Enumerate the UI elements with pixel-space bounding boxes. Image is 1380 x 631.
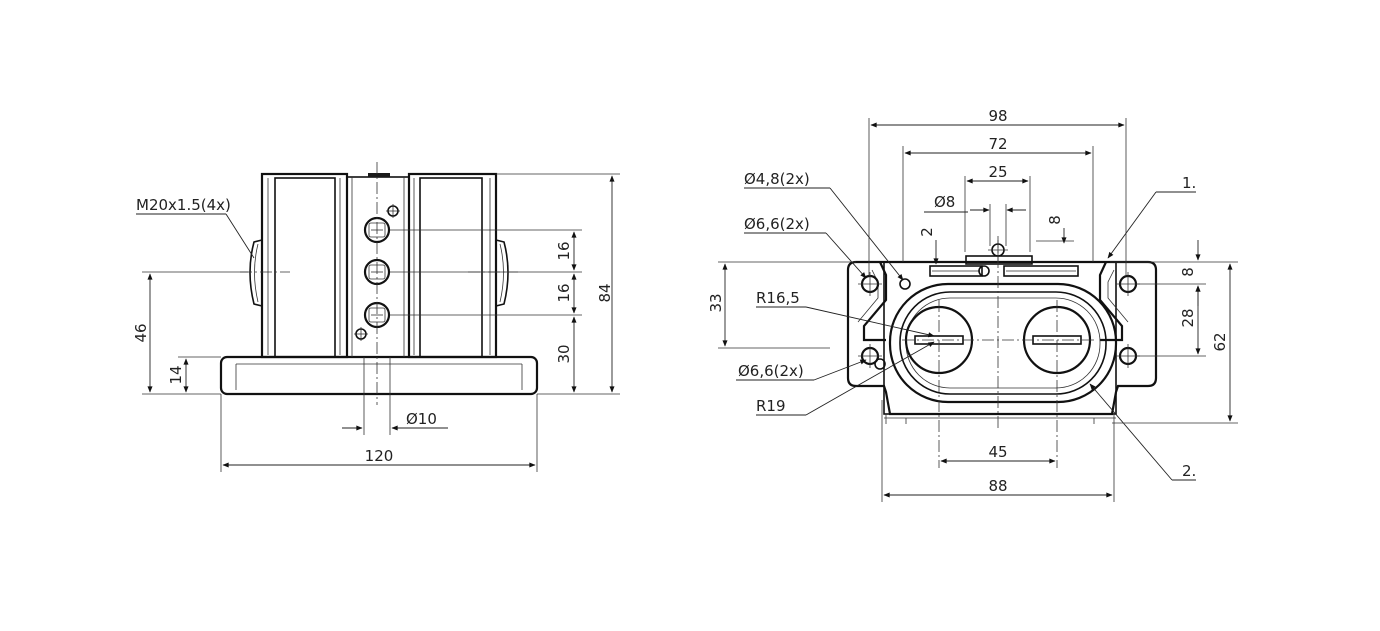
dim-bore: Ø10 — [406, 410, 437, 428]
dim-46: 46 — [132, 323, 150, 342]
top-view: 98 72 25 Ø8 2 8 Ø4,8(2x) Ø6,6(2x) R16,5 — [707, 107, 1238, 502]
label-hole-66-bottom: Ø6,6(2x) — [738, 362, 804, 380]
gasket-inner — [899, 291, 1107, 395]
label-r19: R19 — [756, 397, 786, 415]
dim-120: 120 — [365, 447, 394, 465]
dim-98: 98 — [988, 107, 1007, 125]
label-hole-48: Ø4,8(2x) — [744, 170, 810, 188]
dim-30: 30 — [555, 344, 573, 363]
hole-bottom-left — [858, 344, 882, 368]
left-gland — [249, 239, 263, 307]
dim-72: 72 — [988, 135, 1007, 153]
left-clip — [862, 261, 888, 342]
right-housing — [407, 172, 498, 359]
side-view: M20x1.5(4x) 84 16 16 30 46 14 Ø10 120 — [132, 162, 620, 472]
dim-45: 45 — [988, 443, 1007, 461]
hole-top-left — [858, 272, 882, 296]
dim-16-top: 16 — [555, 241, 573, 260]
callout-1: 1. — [1182, 174, 1196, 192]
label-r165: R16,5 — [756, 289, 800, 307]
dim-2: 2 — [918, 227, 936, 237]
dim-right-8: 8 — [1179, 267, 1197, 277]
dim-left-33: 33 — [707, 293, 725, 312]
label-hole-66-top: Ø6,6(2x) — [744, 215, 810, 233]
dim-88: 88 — [988, 477, 1007, 495]
dim-top-8: 8 — [1046, 215, 1064, 225]
thread-label: M20x1.5(4x) — [136, 196, 231, 214]
dim-16-bottom: 16 — [555, 283, 573, 302]
dim-25: 25 — [988, 163, 1007, 181]
right-clip — [1098, 261, 1124, 342]
dim-right-62: 62 — [1211, 332, 1229, 351]
center-block — [346, 176, 410, 358]
gasket-outer — [888, 282, 1118, 404]
dim-14: 14 — [167, 365, 185, 384]
base-plate — [219, 355, 539, 396]
callout-2: 2. — [1182, 462, 1196, 480]
right-gland — [495, 239, 509, 307]
dim-84: 84 — [596, 283, 614, 302]
dim-pin-8: Ø8 — [934, 193, 955, 211]
dim-right-28: 28 — [1179, 308, 1197, 327]
